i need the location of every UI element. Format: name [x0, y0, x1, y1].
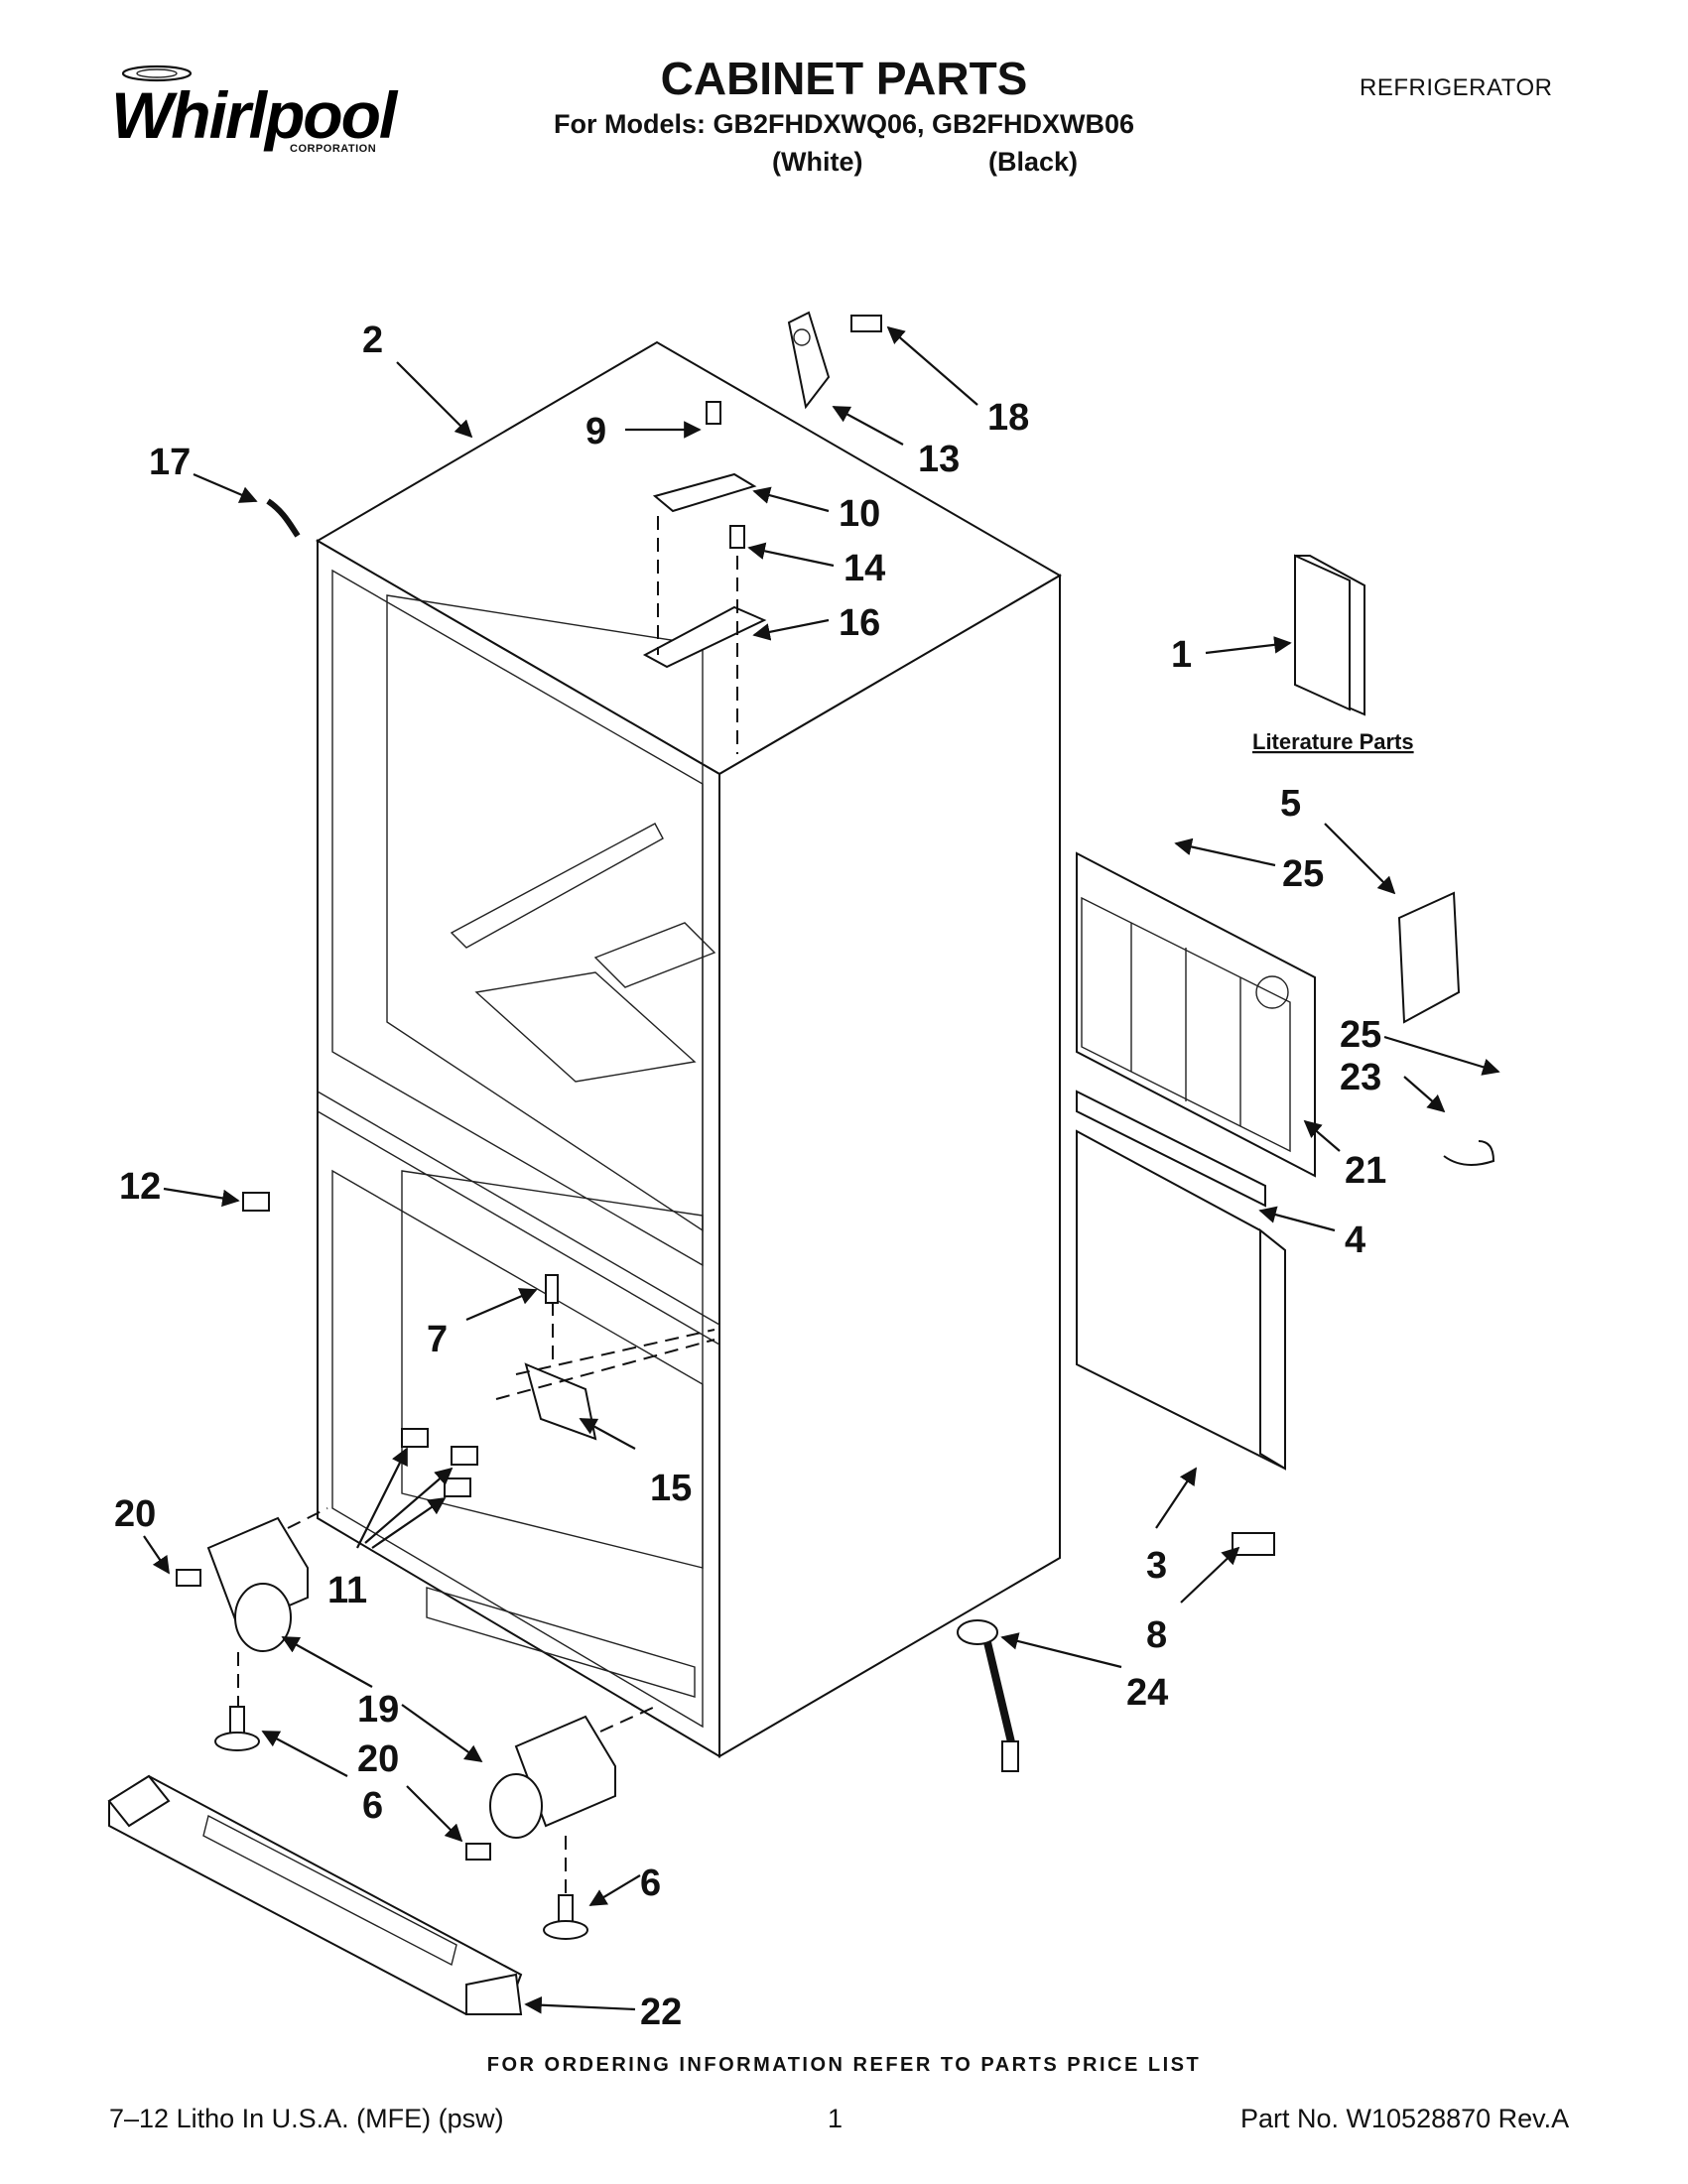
part-number: Part No. W10528870 Rev.A	[1240, 2104, 1570, 2133]
leveling-leg-6-left	[214, 1706, 260, 1751]
access-grille-21	[1076, 851, 1316, 1178]
callout-24: 24	[1126, 1672, 1168, 1714]
callout-20-right: 20	[357, 1738, 399, 1780]
callout-16: 16	[839, 602, 880, 644]
callout-4: 4	[1345, 1220, 1365, 1261]
roller-assembly-left	[176, 1507, 328, 1707]
callout-numbers: 2 17 9 13 18 10 14 16 1 5 25 25 23 21 4 …	[114, 320, 1386, 2033]
callout-19: 19	[357, 1689, 399, 1731]
logo-swoosh-icon	[121, 64, 193, 82]
callout-22: 22	[640, 1991, 682, 2033]
variant-white: (White)	[772, 147, 863, 177]
clip-8	[1232, 1532, 1275, 1556]
clamp-23	[1443, 1140, 1495, 1166]
page-number: 1	[828, 2104, 844, 2133]
screw-7	[545, 1274, 559, 1304]
cabinet-body	[316, 340, 1062, 1758]
callout-9: 9	[585, 411, 606, 452]
leveling-leg-6-right	[543, 1894, 588, 1940]
category-label: REFRIGERATOR	[1360, 74, 1553, 101]
literature-parts-label: Literature Parts	[1252, 729, 1414, 754]
whirlpool-logo: Whirlpool	[111, 78, 397, 152]
ordering-note: FOR ORDERING INFORMATION REFER TO PARTS …	[486, 2054, 1202, 2076]
callout-6-left: 6	[362, 1785, 383, 1827]
callout-14: 14	[844, 548, 885, 589]
leader-lines	[143, 325, 1500, 2014]
clip-5	[1397, 891, 1461, 1024]
variant-black: (Black)	[988, 147, 1079, 177]
callout-10: 10	[839, 493, 880, 535]
top-hinge-parts	[642, 401, 767, 754]
callout-20-left: 20	[114, 1493, 156, 1535]
hinge-cover-13	[787, 311, 882, 410]
callout-21: 21	[1345, 1150, 1386, 1192]
callout-25-top: 25	[1282, 853, 1324, 895]
callout-8: 8	[1146, 1614, 1167, 1656]
callout-1: 1	[1171, 634, 1192, 676]
callout-17: 17	[149, 442, 191, 483]
callout-2: 2	[362, 320, 383, 361]
front-panel-3	[1076, 1129, 1286, 1471]
callout-13: 13	[918, 439, 960, 480]
callout-3: 3	[1146, 1545, 1167, 1587]
callout-25-right: 25	[1340, 1014, 1381, 1056]
callout-15: 15	[650, 1468, 692, 1509]
model-numbers: For Models: GB2FHDXWQ06, GB2FHDXWB06	[553, 109, 1135, 139]
tube-17	[266, 498, 301, 538]
callout-7: 7	[427, 1319, 448, 1360]
callout-6-right: 6	[640, 1863, 661, 1904]
litho-info: 7–12 Litho In U.S.A. (MFE) (psw)	[109, 2104, 504, 2133]
logo-corporation-text: CORPORATION	[290, 143, 377, 155]
literature-book	[1294, 554, 1365, 716]
sensor-24	[957, 1619, 1019, 1772]
roller-assembly-right	[465, 1706, 656, 1895]
callout-18: 18	[987, 397, 1029, 439]
callout-11: 11	[327, 1570, 367, 1611]
screw-12	[242, 1192, 270, 1212]
toe-grille-22	[107, 1774, 523, 2015]
callout-23: 23	[1340, 1057, 1381, 1098]
bracket-15	[495, 1280, 715, 1441]
page-title: CABINET PARTS	[660, 53, 1028, 104]
callout-12: 12	[119, 1166, 161, 1208]
callout-5: 5	[1280, 783, 1301, 825]
strip-4	[1076, 1090, 1266, 1208]
